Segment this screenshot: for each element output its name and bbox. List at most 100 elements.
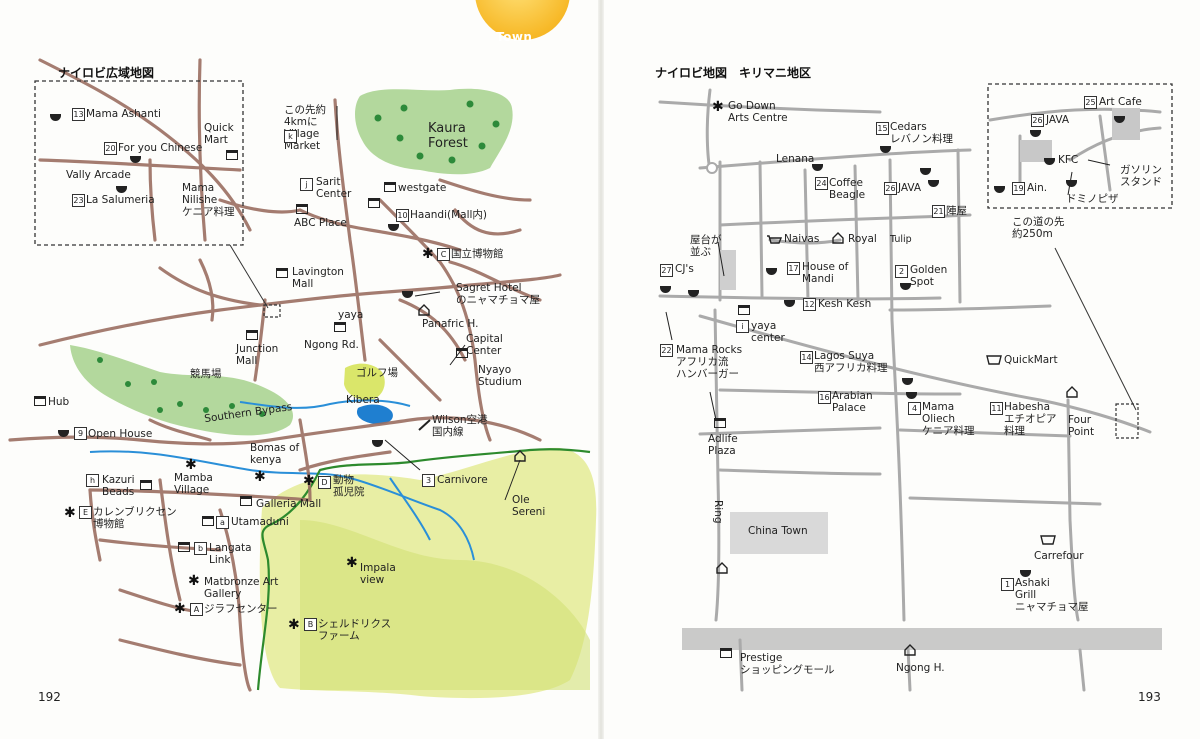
label-national-museum: 国立博物館 — [451, 248, 504, 260]
golf-area — [344, 363, 385, 401]
road-network — [8, 58, 562, 692]
label-house-of-mandi: House of Mandi — [802, 261, 849, 286]
badge-11: 11 — [990, 402, 1003, 415]
sight-star-icon: ✱ — [303, 473, 315, 489]
cafe-icon — [130, 156, 141, 163]
park-shading — [300, 520, 590, 690]
badge-19: 19 — [1012, 182, 1025, 195]
hotel-icon — [716, 562, 728, 574]
sight-star-icon: ✱ — [64, 505, 76, 521]
cafe-icon — [1044, 158, 1055, 165]
sight-star-icon: ✱ — [346, 555, 358, 571]
badge-17: 17 — [787, 262, 800, 275]
sight-star-icon: ✱ — [288, 617, 300, 633]
badge-24: 24 — [815, 177, 828, 190]
badge-14: 14 — [800, 351, 813, 364]
shop-icon — [140, 480, 152, 490]
label-ngong-hotel: Ngong H. — [896, 662, 945, 674]
label-ain: Ain. — [1027, 182, 1048, 194]
cafe-icon — [372, 440, 383, 447]
label-arabian-palace: Arabian Palace — [832, 390, 873, 415]
label-prestige: Prestige ショッピングモール — [740, 652, 835, 677]
label-galleria-mall: Galleria Mall — [256, 498, 322, 510]
label-mama-ashanti: Mama Ashanti — [86, 108, 161, 120]
badge-3: 3 — [422, 474, 435, 487]
label-cedars: Cedars レバノン料理 — [890, 121, 953, 146]
cafe-icon — [920, 168, 931, 175]
label-animal-orphanage: 動物 孤児院 — [333, 474, 365, 499]
badge-A: A — [190, 603, 203, 616]
cafe-icon — [928, 180, 939, 187]
shop-icon — [384, 182, 396, 192]
badge-E: E — [79, 506, 92, 519]
hotel-icon — [418, 304, 430, 316]
badge-26-inset: 26 — [1031, 114, 1044, 127]
cafe-icon — [116, 186, 127, 193]
label-naivas: Naivas — [784, 233, 820, 245]
left-inset-leader — [229, 244, 269, 309]
badge-27: 27 — [660, 264, 673, 277]
sight-star-icon: ✱ — [174, 601, 186, 617]
sight-star-icon: ✱ — [185, 457, 197, 473]
label-mama-nilishe: Mama Nilishe ケニア料理 — [182, 182, 235, 219]
shop-icon — [738, 305, 750, 315]
cafe-icon — [1066, 180, 1077, 187]
label-sagret-hotel: Sagret Hotel のニャマチョマ屋 — [456, 282, 540, 307]
cafe-icon — [766, 268, 777, 275]
cart-icon — [767, 235, 782, 244]
right-map-graphics — [658, 83, 1173, 692]
cafe-icon — [50, 114, 61, 121]
label-panafric: Panafric H. — [422, 318, 479, 330]
cafe-icon — [784, 300, 795, 307]
label-kibera: Kibera — [346, 394, 380, 406]
shop-icon — [334, 322, 346, 332]
badge-1: 1 — [1001, 578, 1014, 591]
inset-leader-right — [1054, 247, 1137, 411]
shop-icon — [368, 198, 380, 208]
label-sarit-center: Sarit Center — [316, 176, 352, 201]
label-quick-mart: Quick Mart — [204, 122, 234, 147]
badge-26: 26 — [884, 182, 897, 195]
cart-icon — [986, 355, 1002, 365]
label-lavington-mall: Lavington Mall — [292, 266, 344, 291]
badge-21: 21 — [932, 205, 945, 218]
sight-star-icon: ✱ — [712, 99, 724, 115]
prestige-block — [682, 628, 1162, 650]
cafe-icon — [388, 224, 399, 231]
left-inset-box — [34, 80, 244, 246]
sight-star-icon: ✱ — [422, 246, 434, 262]
kibera-stream-line — [239, 399, 411, 409]
label-carrefour: Carrefour — [1034, 550, 1084, 562]
left-inset-marker — [263, 304, 281, 318]
label-open-house: Open House — [88, 428, 153, 440]
label-golden-spot: Golden Spot — [910, 264, 948, 289]
label-ngong-rd: Ngong Rd. — [304, 339, 359, 351]
badge-2: 2 — [895, 265, 908, 278]
label-junction-mall: Junction Mall — [236, 343, 279, 368]
inset-box-right — [987, 83, 1173, 209]
shop-icon — [178, 542, 190, 552]
label-capital-center: Capital Center — [466, 333, 503, 358]
section-tag: Town — [496, 30, 533, 44]
label-road-note: この道の先 約250m — [1012, 216, 1065, 241]
label-racecourse: 競馬場 — [190, 368, 222, 380]
label-yaya: yaya — [338, 309, 364, 321]
label-jinya: 陣屋 — [946, 205, 967, 217]
label-kfc: KFC — [1058, 154, 1079, 166]
label-langata-link: Langata Link — [209, 542, 252, 567]
label-go-down: Go Down Arts Centre — [728, 100, 788, 125]
cafe-icon — [994, 186, 1005, 193]
left-map-title: ナイロビ広域地図 — [58, 66, 155, 80]
shop-icon — [34, 396, 46, 406]
label-village-market: この先約 4kmに Village Market — [284, 104, 326, 153]
right-page-number: 193 — [1138, 690, 1161, 704]
cafe-icon — [902, 378, 913, 385]
label-art-cafe: Art Cafe — [1099, 96, 1142, 108]
label-sheldrick-farm: シェルドリクス ファーム — [318, 618, 392, 643]
hotel-icon — [514, 450, 526, 462]
label-four-point: Four Point — [1068, 414, 1095, 439]
label-lagos-suya: Lagos Suya 西アフリカ料理 — [814, 350, 888, 375]
label-ring-road: Ring — [712, 500, 724, 524]
badge-12: 12 — [803, 298, 816, 311]
hotel-icon — [904, 644, 916, 656]
